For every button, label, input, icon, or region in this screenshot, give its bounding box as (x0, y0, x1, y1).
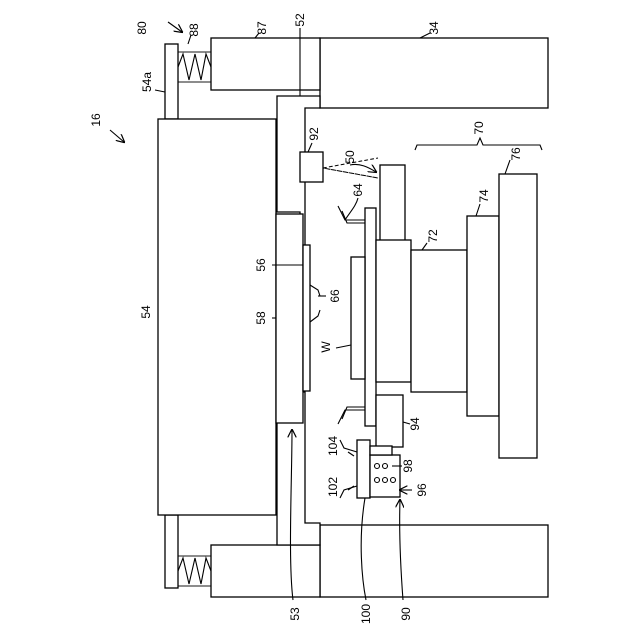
block-87-top (211, 38, 320, 90)
stage-72 (411, 250, 467, 392)
label-56: 56 (254, 258, 268, 272)
stage-76 (499, 174, 537, 458)
arm-54a-top (165, 44, 178, 119)
label-52: 52 (293, 13, 307, 27)
label-104: 104 (326, 436, 340, 456)
label-66: 66 (328, 289, 342, 303)
leader-104 (348, 452, 354, 456)
clamp-64-bottom (338, 410, 365, 424)
label-50: 50 (343, 150, 357, 164)
clamp-64-top-inner (342, 211, 365, 223)
label-76: 76 (509, 147, 523, 161)
body-96 (370, 455, 400, 497)
label-90: 90 (399, 607, 413, 621)
label-94: 94 (408, 417, 422, 431)
label-80: 80 (135, 21, 149, 35)
label-54a: 54a (140, 72, 154, 92)
nozzle-104 (340, 440, 357, 452)
label-88: 88 (187, 23, 201, 37)
spring-88-bottom (178, 556, 211, 586)
nozzle-50 (380, 165, 405, 242)
table-plate (365, 208, 376, 426)
label-58: 58 (254, 311, 268, 325)
base-72 (376, 240, 411, 382)
leader-54a (155, 90, 165, 92)
label-72: 72 (426, 229, 440, 243)
label-102: 102 (326, 477, 340, 497)
stage-74 (467, 216, 499, 416)
leader-74 (476, 204, 480, 216)
sensor-92 (300, 152, 323, 182)
plate-56 (303, 245, 310, 391)
holder-58 (276, 214, 303, 423)
nozzle-102 (340, 486, 357, 498)
wafer-W (351, 257, 365, 379)
clamp-64-top (338, 206, 365, 220)
label-74: 74 (477, 189, 491, 203)
frame-34-top (320, 38, 548, 108)
arrow-80 (168, 22, 182, 32)
leader-W (336, 345, 351, 348)
label-98: 98 (401, 459, 415, 473)
label-87: 87 (255, 21, 269, 35)
leader-64 (345, 198, 358, 220)
label-96: 96 (415, 483, 429, 497)
arrow-16 (110, 130, 124, 142)
label-64: 64 (351, 183, 365, 197)
label-54: 54 (139, 305, 153, 319)
cleaner-94 (376, 395, 403, 447)
clamp-64-bottom-inner (342, 407, 365, 419)
frame-34-bottom (320, 525, 548, 597)
leader-92 (308, 143, 312, 152)
head-100 (357, 440, 370, 498)
leader-72 (422, 243, 427, 250)
spring-88-top (178, 52, 211, 82)
leader-76 (505, 160, 510, 174)
finger-66-lower (310, 310, 320, 322)
arm-54a-bottom (165, 515, 178, 588)
label-92: 92 (307, 127, 321, 141)
finger-66-upper (310, 285, 320, 296)
top-98 (370, 446, 392, 455)
label-100: 100 (359, 604, 373, 624)
label-34: 34 (427, 21, 441, 35)
label-W: W (319, 341, 333, 353)
label-16: 16 (89, 113, 103, 127)
label-70: 70 (472, 121, 486, 135)
arrow-50 (350, 164, 376, 172)
label-53: 53 (288, 607, 302, 621)
block-87-bottom (211, 545, 320, 597)
